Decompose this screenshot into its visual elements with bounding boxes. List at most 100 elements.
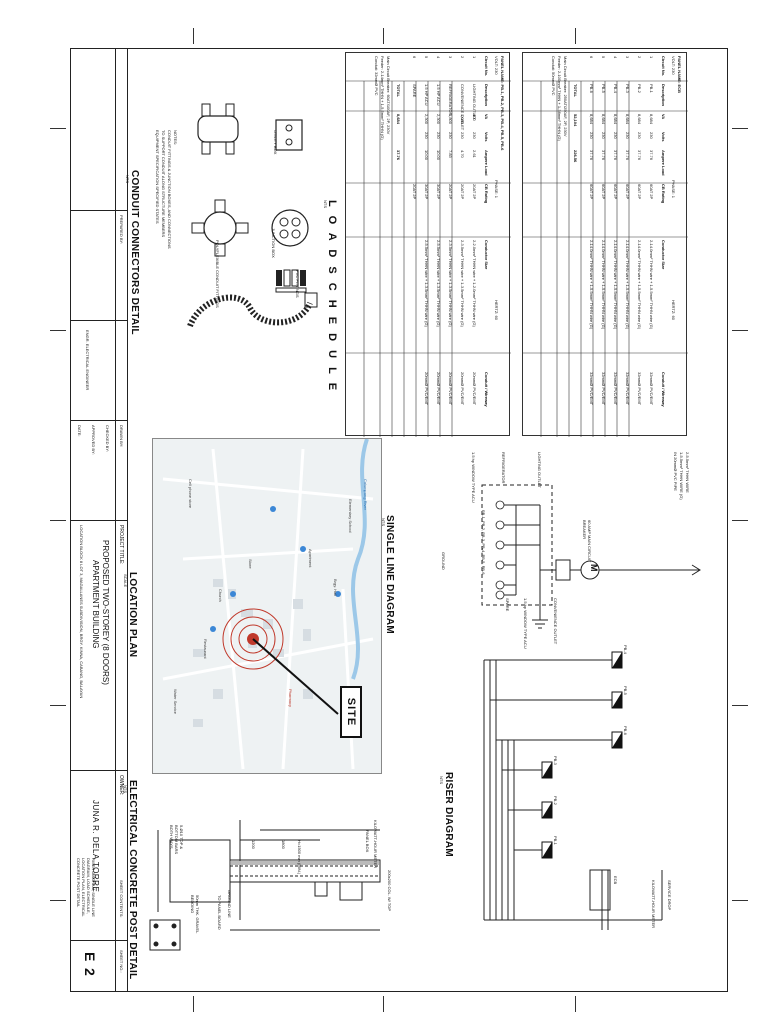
table-cell: 1 <box>649 56 654 59</box>
project-title-line-2: APARTMENT BUILDING <box>91 560 100 649</box>
table-cell: REFRIGERATOR <box>448 84 453 116</box>
table-cell: 8,684 <box>637 114 642 125</box>
table-cell: 32mmØ PVC/EMT <box>649 372 654 406</box>
sheet-number: 2 <box>82 968 98 976</box>
conduit: Conduit: 50mmØ PVC <box>551 56 556 96</box>
total-amp: 37.76 <box>396 150 401 161</box>
single-line-scale: NTS <box>381 518 386 526</box>
prepared-by-label: PREPARED BY: <box>119 215 124 245</box>
table-cell: 2-2.0mm² THHN wire + 1-2.0mm² THHN wire … <box>472 240 477 327</box>
table-cell: 1,080 <box>460 114 465 125</box>
riser-pb4: PB-4 <box>623 645 628 654</box>
panel-phase: PHASE: 1 <box>671 180 676 199</box>
post-dim-1200: 1200 <box>251 840 256 849</box>
date-label: DATE: <box>77 425 82 437</box>
table-cell: 60AT 2P <box>649 184 654 200</box>
table-cell: PB-6 <box>589 84 594 93</box>
conduit-fittings-drawing <box>187 103 318 328</box>
feeder: Feeder: 2-14mm² THHN + 1-5.5mm² THHN (G) <box>380 56 385 140</box>
panel-volt: VOLT: 230 <box>494 56 499 75</box>
lighting-label: LIGHTING OUTLET <box>537 452 542 488</box>
column-header: Volts <box>661 132 666 142</box>
service-ground-label: 1-5.5mm² THHN WIRE (G) <box>679 452 684 500</box>
table-cell: 2-5.5mm² THHN wire + 1-3.5mm² THHN wire … <box>436 240 441 327</box>
tick-mark <box>50 705 66 706</box>
table-cell: 20mmØ PVC/EMT <box>460 372 465 406</box>
riser-scale: NTS <box>439 776 444 784</box>
location-plan-scale: SCALE <box>123 574 128 588</box>
post-height-label: H=1500 mm (MIN.) <box>297 840 302 875</box>
feeder: Feeder: 2-100mm² THHN + 1-38mm² THHN (G) <box>557 56 562 141</box>
single-line-diagram <box>481 484 701 629</box>
table-cell: 32mmØ PVC/EMT <box>601 372 606 406</box>
post-col-top-label: 200x200 COL. W/ TOP <box>387 870 392 911</box>
table-cell: 37.76 <box>589 150 594 161</box>
table-cell: 2-14.0mm² THHN wire + 1-5.5mm² THHN wire… <box>649 240 654 330</box>
table-cell: 6 <box>412 56 417 59</box>
note-1: CONDUIT FITTINGS & JUNCTION BOXES, AND C… <box>167 130 172 249</box>
load-schedule-scale: NTS <box>323 200 328 208</box>
column-header: Volts <box>484 132 489 142</box>
conduit-detail-title: CONDUIT CONNECTORS DETAIL <box>129 170 140 335</box>
table-cell: 2 <box>460 56 465 59</box>
column-header: Circuit No. <box>484 56 489 77</box>
tick-mark <box>383 996 384 1012</box>
table-cell: 2.61 <box>472 150 477 158</box>
river-line <box>351 439 369 680</box>
table-cell: 37.76 <box>637 150 642 161</box>
tick-mark <box>732 705 748 706</box>
tick-mark <box>50 330 66 331</box>
table-cell: 37.76 <box>625 150 630 161</box>
riser-ecb-label: ECB <box>613 876 618 885</box>
signed-label: ENGR. ELECTRICAL ENGINEER <box>85 330 90 391</box>
note-2: TO SUPPORT CONDUIT ALONG STRUCTURE MEMBE… <box>161 130 166 238</box>
column-header: Ampere Load <box>661 150 666 176</box>
divider <box>70 940 128 941</box>
column-header: Conduit / Wireway <box>661 372 666 407</box>
post-gravel-label: 50mm THK. GRAVEL BEDDING <box>190 895 200 934</box>
junction-box-label: JUNCTION BOX <box>271 228 276 258</box>
post-ground-line-label: GROUND LINE <box>227 890 232 918</box>
table-cell: 8,684 <box>589 114 594 125</box>
map-apartment-label: Apartment <box>308 549 313 568</box>
map-pharmacy-label: Pharmacy <box>288 689 293 708</box>
table-cell: PB-5 <box>601 84 606 93</box>
table-cell: 8,684 <box>649 114 654 125</box>
riser-pb6: PB-6 <box>623 726 628 735</box>
table-cell: 230 <box>625 132 630 139</box>
total-va: 8,684 <box>396 114 401 125</box>
panel-name: PANEL NAME: ECB <box>677 56 682 93</box>
table-cell: 2 <box>637 56 642 59</box>
table-cell: 230 <box>424 132 429 139</box>
table-cell: 32mmØ PVC/EMT <box>637 372 642 406</box>
table-cell: 2-3.5mm² THHN wire + 1-3.5mm² THHN wire … <box>448 240 453 327</box>
table-cell: 230 <box>613 132 618 139</box>
approved-by-label: APPROVED BY: <box>91 425 96 455</box>
site-label-box: SITE <box>340 686 362 738</box>
table-cell: 20AT 2P <box>448 184 453 200</box>
table-cell: 37.76 <box>601 150 606 161</box>
table-cell: 2,300 <box>424 114 429 125</box>
table-cell: 20mmØ PVC/EMT <box>472 372 477 406</box>
divider <box>70 770 128 771</box>
project-location: LOCATION BLOCK 8 LOT 3, MAGALLANES SUBDI… <box>79 525 84 699</box>
site-label: SITE <box>345 697 357 727</box>
tick-mark <box>575 28 576 44</box>
table-cell: 2-14.0mm² THHN wire + 1-5.5mm² THHN wire… <box>589 240 594 330</box>
main-breaker: Main Circuit Breaker: 250AT/250AF, 2P, 2… <box>563 56 568 137</box>
tick-mark <box>732 520 748 521</box>
post-to-panel-label: TO PANEL BOARD <box>217 895 222 930</box>
table-cell: 8,684 <box>601 114 606 125</box>
table-cell: SPARE <box>412 84 417 98</box>
table-cell: 3 <box>625 56 630 59</box>
table-cell: 20AT 2P <box>472 184 477 200</box>
convenience-label: CONVENIENCE OUTLET <box>553 598 558 645</box>
checked-by-label: CHECKED BY: <box>105 425 110 452</box>
location-map: SITE Calumpang River Elementary School A… <box>152 438 382 774</box>
map-graphic <box>162 439 374 770</box>
panel-hertz: HERTZ: 60 <box>671 300 676 320</box>
main-breaker-label: 60 AMP MAIN CIRCUIT BREAKER <box>582 520 592 563</box>
tick-mark <box>193 28 194 44</box>
table-cell: 8,684 <box>613 114 618 125</box>
table-cell: 230 <box>637 132 642 139</box>
